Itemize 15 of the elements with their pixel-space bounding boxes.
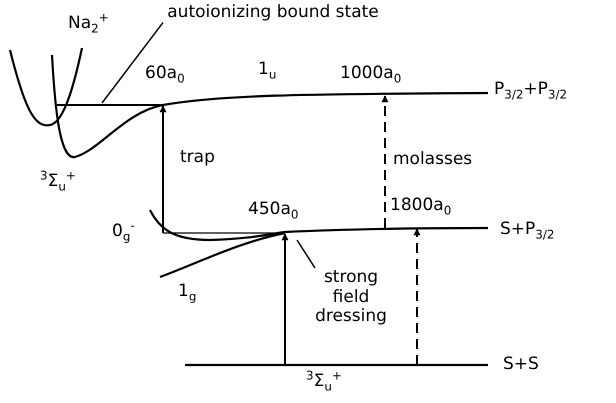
distance-label: 450a$_{0}$ <box>248 200 298 219</box>
molecular-term-label: 1$_{u}$ <box>258 60 276 79</box>
molecular-term-label: 1$_{g}$ <box>178 282 196 301</box>
leader-line <box>296 240 316 268</box>
asymptote-label: S+S <box>503 355 539 374</box>
annotation-text: strong field dressing <box>314 268 388 327</box>
transition-label: trap <box>180 148 215 167</box>
annotation-text: autoionizing bound state <box>166 3 380 23</box>
asymptote-label: S+P$_{3/2}$ <box>500 220 554 239</box>
asymptote-label: P$_{3/2}$+P$_{3/2}$ <box>494 80 568 99</box>
distance-label: 1000a$_{0}$ <box>340 64 402 83</box>
leader-line <box>101 22 164 104</box>
distance-label: 1800a$_{0}$ <box>390 196 452 215</box>
transition-label: molasses <box>393 150 472 169</box>
distance-label: 60a$_{0}$ <box>145 64 185 83</box>
